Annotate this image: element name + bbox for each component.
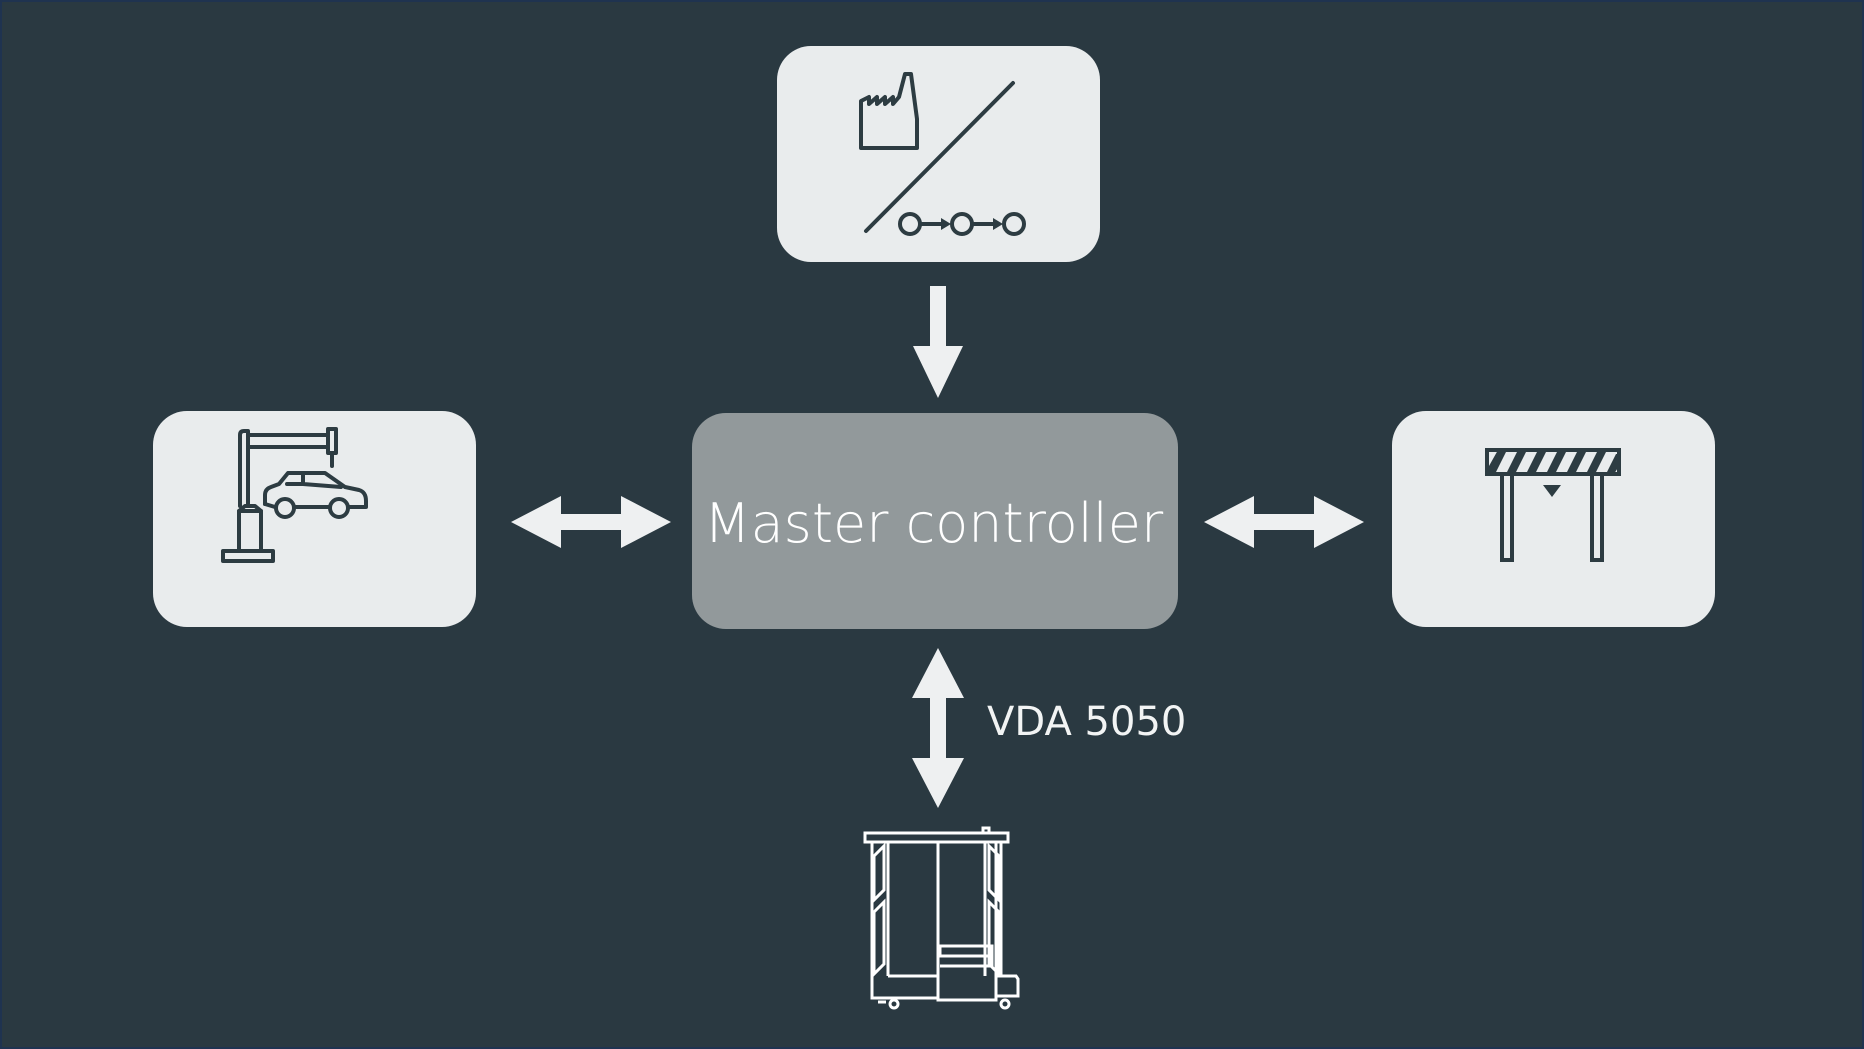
barrier-gate-icon [1485,448,1621,562]
arrow-master-gate-bidirectional [1204,496,1364,548]
protocol-label: VDA 5050 [987,699,1187,745]
barrier-gate-node [1392,411,1715,627]
robot-arm-car-icon [221,427,368,563]
arrow-robot-master-bidirectional [511,496,671,548]
master-controller-label: Master controller [704,492,1164,555]
master-controller-node: Master controller [692,413,1178,629]
production-robot-node [153,411,476,627]
arrow-master-agv-bidirectional [912,648,964,808]
agv-vehicle-icon [863,826,1020,1010]
factory-process-node [777,46,1100,262]
factory-to-process-flow-icon [859,72,1026,236]
arrow-factory-to-master [913,286,963,398]
